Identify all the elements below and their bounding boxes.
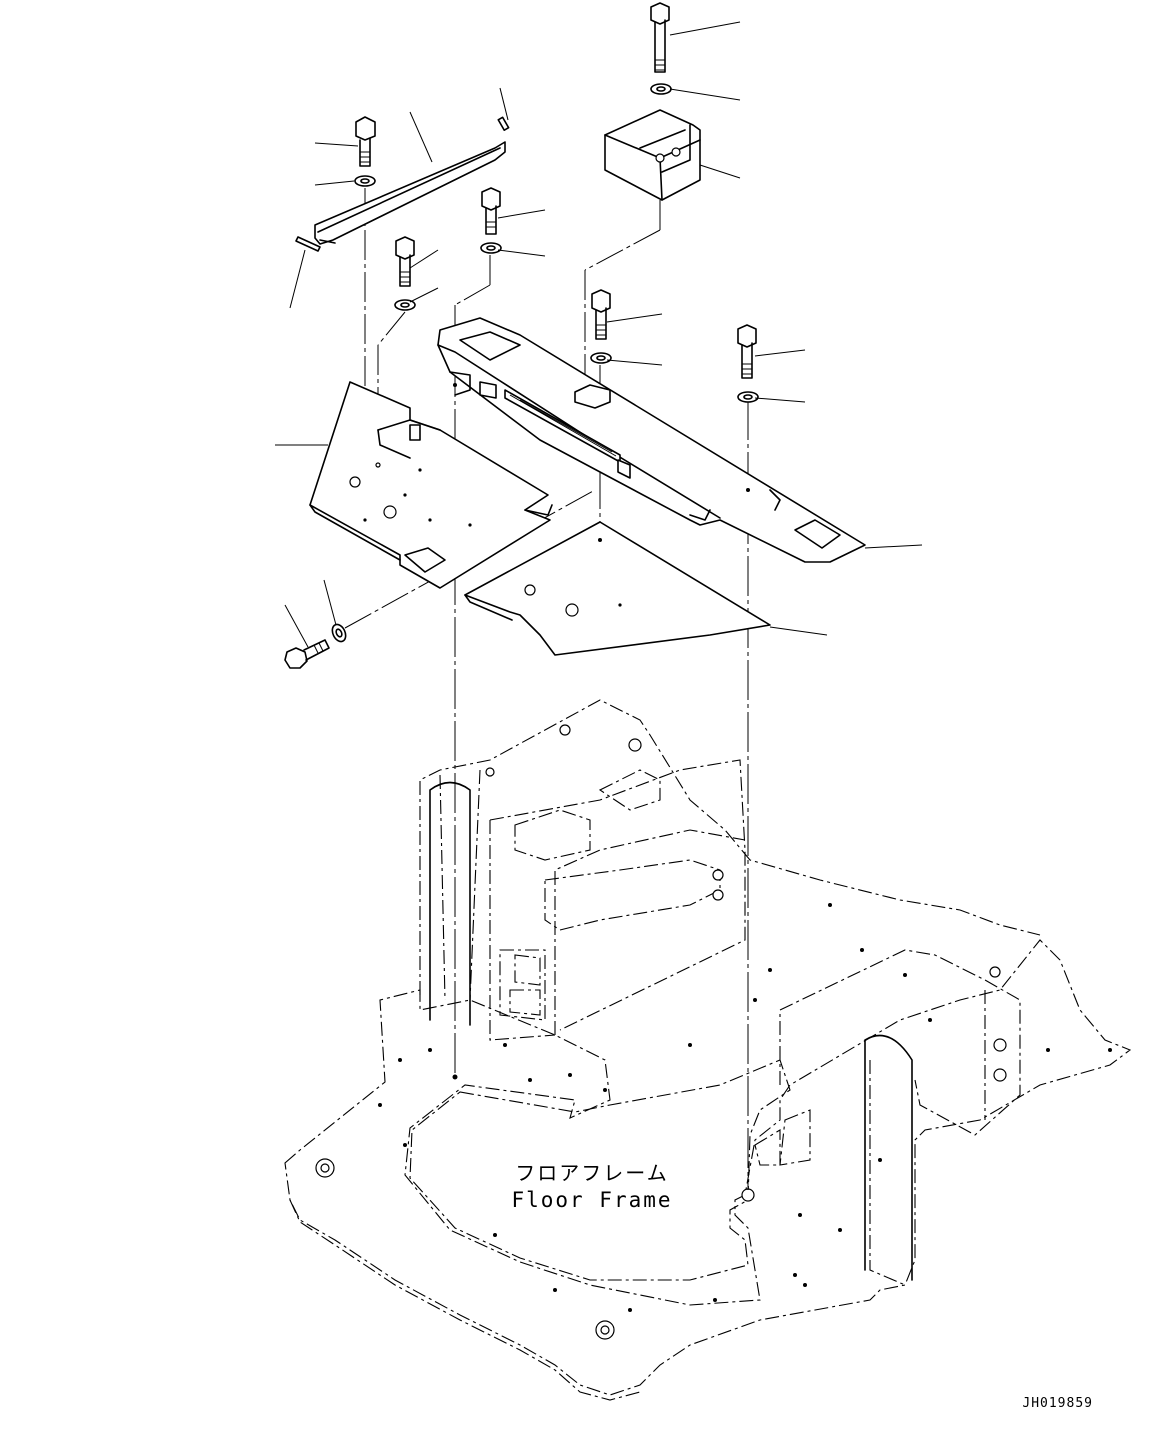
long-bracket-plate [437, 317, 866, 563]
drawing-id: JH019859 [1022, 1396, 1093, 1411]
floor-frame [284, 699, 1132, 1401]
pin-left [295, 236, 321, 252]
bolt-3 [395, 236, 415, 287]
bolt-4 [650, 2, 670, 73]
washer-3 [394, 299, 416, 311]
reference-lines [344, 188, 749, 1190]
floor-frame-label-jp: フロアフレーム [515, 1161, 668, 1185]
right-plate [464, 521, 771, 656]
washer-6 [737, 391, 759, 403]
floor-holes [315, 724, 1112, 1340]
bolt-1 [355, 116, 376, 167]
bolt-7 [284, 639, 330, 669]
washer-7 [331, 623, 347, 643]
washer-5 [590, 352, 612, 364]
top-channel [314, 141, 506, 245]
bolt-6 [737, 324, 757, 379]
washer-2 [480, 242, 502, 254]
left-plate [309, 381, 553, 589]
washer-4 [650, 83, 672, 95]
box-bracket [604, 109, 701, 201]
floor-frame-label-en: Floor Frame [511, 1188, 672, 1212]
washer-1 [354, 175, 376, 187]
bolt-2 [481, 187, 501, 235]
pin-top [497, 116, 510, 131]
bolt-5 [591, 289, 611, 340]
callout-leaders [275, 21, 923, 648]
